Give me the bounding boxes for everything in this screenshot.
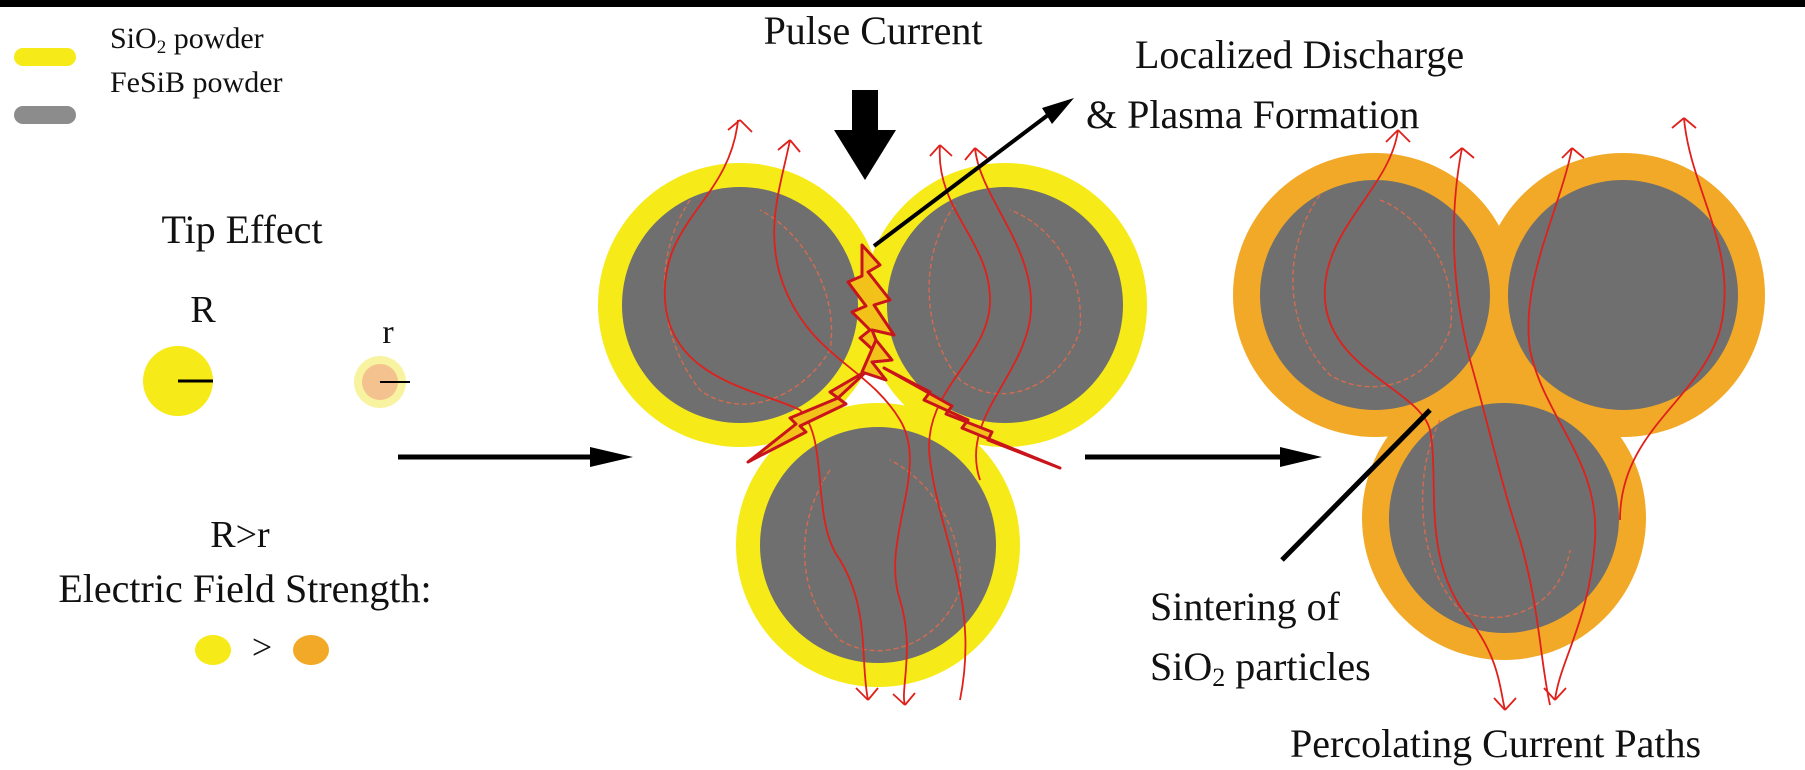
internal-path	[1421, 419, 1571, 619]
current-arrowhead	[929, 144, 953, 157]
legend-swatch-fesib	[14, 106, 76, 124]
tip-effect-panel: Tip Effect R r R>r Electric Field Streng…	[58, 207, 431, 667]
pulse-current-label: Pulse Current	[764, 8, 983, 53]
sintered-particle-top-right-core	[1508, 180, 1738, 410]
current-arrowhead	[727, 119, 753, 133]
field-strength-orange-dot	[293, 635, 329, 665]
current-thread	[1619, 117, 1726, 521]
greater-than-sign: >	[252, 627, 272, 667]
current-arrowhead	[964, 147, 988, 161]
particle-bottom-core	[760, 427, 996, 663]
field-strength-label: Electric Field Strength:	[58, 566, 431, 611]
sintering-label-line1: Sintering of	[1150, 584, 1341, 629]
current-arrowhead	[1493, 697, 1517, 711]
discharge-pointer	[872, 98, 1074, 248]
label-small-radius: r	[382, 314, 394, 351]
current-arrowhead	[1385, 129, 1411, 143]
middle-particle-cluster	[598, 119, 1147, 706]
current-arrowhead	[855, 687, 879, 701]
label-large-radius: R	[190, 289, 216, 331]
spark-bolt-center	[860, 338, 894, 382]
legend-swatch-sio2	[14, 48, 76, 66]
tip-effect-title: Tip Effect	[161, 207, 322, 252]
spark-bolt-left	[746, 368, 870, 464]
spark-bolt-right	[882, 366, 1062, 470]
right-particle-cluster	[1233, 117, 1765, 711]
current-arrowhead	[777, 139, 801, 153]
top-frame-bar	[0, 0, 1805, 7]
sintered-particle-top-left-core	[1260, 180, 1490, 410]
particle-top-right-core	[887, 187, 1123, 423]
sintering-pointer-line	[1280, 408, 1432, 562]
current-thread	[928, 144, 991, 701]
current-thread	[1527, 147, 1597, 701]
current-thread	[1452, 147, 1551, 706]
current-thread	[1324, 129, 1506, 711]
discharge-label-line2: & Plasma Formation	[1086, 92, 1419, 137]
radius-comparison: R>r	[210, 514, 270, 556]
current-thread	[773, 139, 911, 706]
legend: SiO2 powder FeSiB powder	[14, 22, 283, 124]
particle-top-left-core	[622, 187, 858, 423]
legend-label-sio2: SiO2 powder	[110, 22, 264, 58]
discharge-label-line1: Localized Discharge	[1135, 32, 1464, 77]
flow-arrow-right	[1085, 447, 1322, 467]
field-strength-yellow-dot	[195, 635, 231, 665]
current-arrowhead	[1671, 117, 1697, 129]
internal-path	[1292, 194, 1453, 388]
pulse-current-arrow	[834, 90, 896, 180]
current-arrowhead	[892, 692, 916, 706]
flow-arrow-left	[398, 447, 633, 467]
legend-label-fesib: FeSiB powder	[110, 66, 283, 99]
current-arrowhead	[1561, 147, 1585, 159]
current-arrowhead	[1449, 147, 1475, 159]
current-arrowhead	[1543, 687, 1567, 701]
internal-path	[928, 204, 1082, 395]
percolating-paths-label: Percolating Current Paths	[1290, 721, 1701, 766]
internal-path	[803, 459, 962, 652]
sintering-label-line2: SiO2 particles	[1150, 644, 1371, 692]
current-thread	[664, 119, 869, 701]
